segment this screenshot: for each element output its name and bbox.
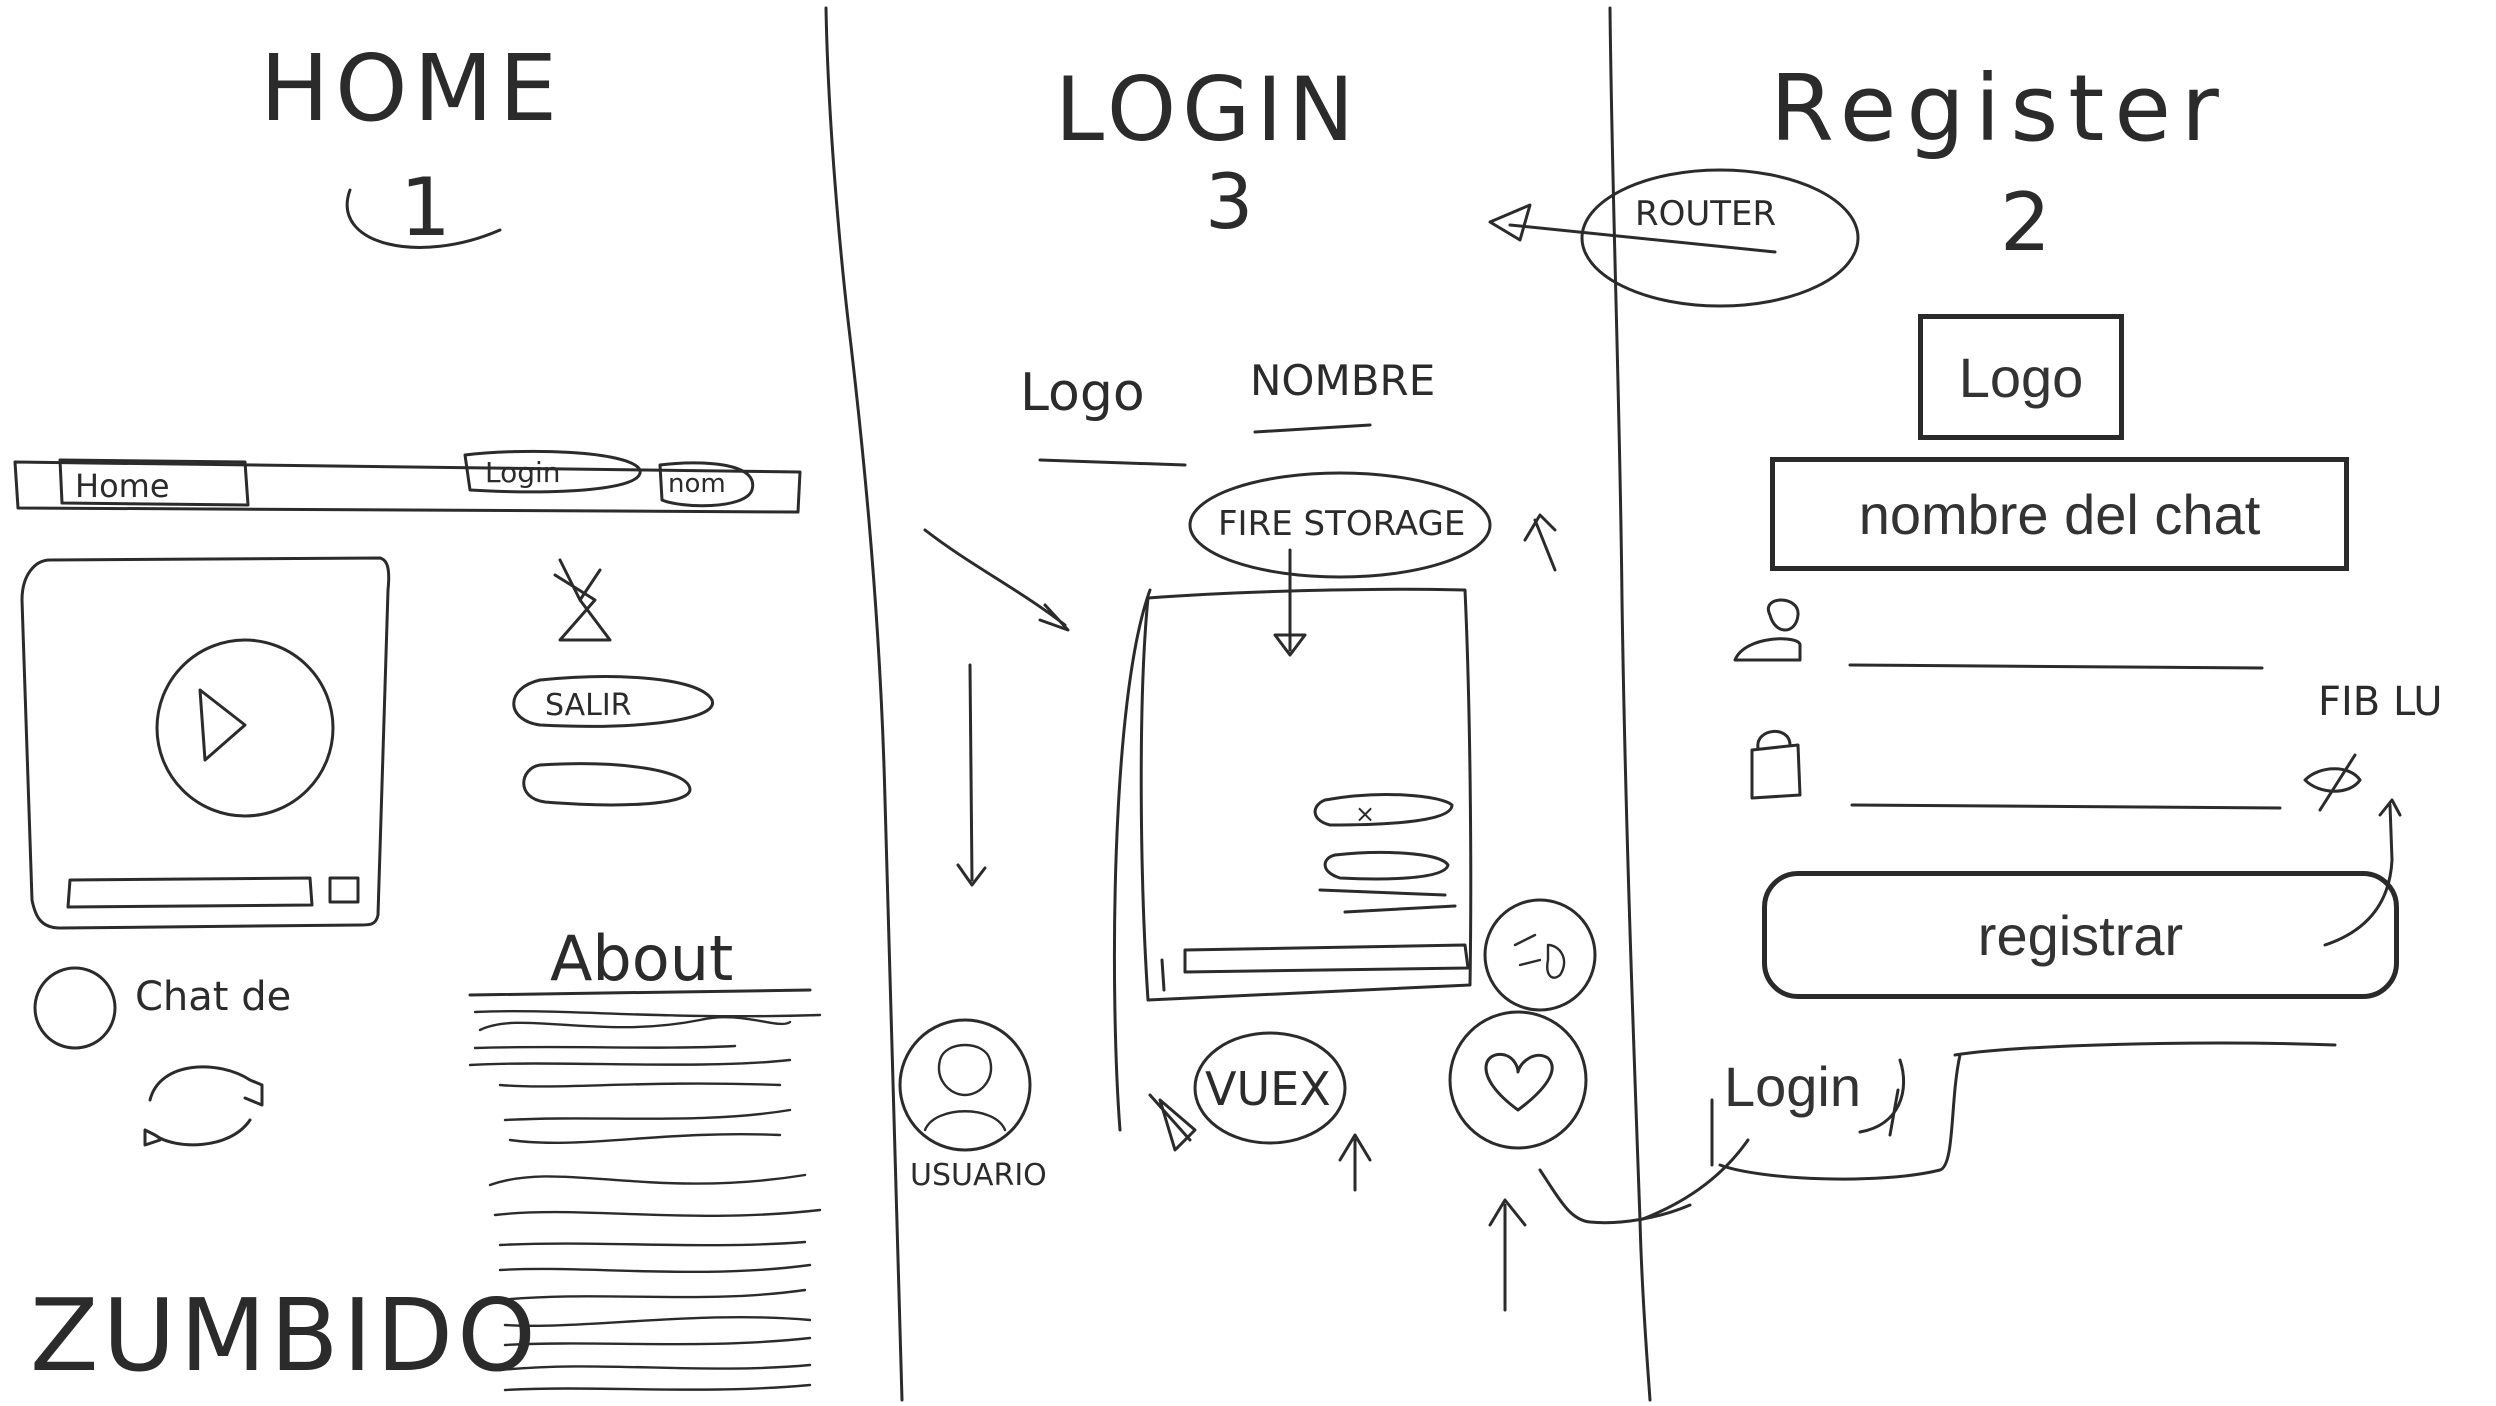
like-button[interactable]: [1448, 1010, 1588, 1150]
secondary-button[interactable]: [522, 762, 692, 807]
chat-input[interactable]: [1183, 943, 1470, 974]
login-number: 3: [1205, 157, 1253, 246]
emoji-button[interactable]: [1483, 898, 1597, 1012]
register-login-link[interactable]: Login: [1724, 1055, 1862, 1118]
play-icon[interactable]: [198, 688, 247, 762]
fire-storage-label: FIRE STORAGE: [1218, 504, 1465, 544]
register-submit-label: registrar: [1977, 903, 2184, 967]
login-title: LOGIN: [1055, 58, 1360, 161]
refresh-icon[interactable]: [143, 1065, 264, 1147]
home-navbar: [13, 460, 802, 514]
vuex-bubble: [1193, 1031, 1347, 1145]
about-underline: [468, 988, 812, 997]
chat-avatar: [33, 966, 117, 1050]
divider-left: [824, 6, 904, 1402]
heart-to-login-connector: [1538, 1168, 1692, 1225]
message-bubble-1: [1313, 793, 1454, 827]
login-connector-left: [1638, 1098, 1750, 1222]
close-icon[interactable]: ×: [1355, 800, 1375, 828]
brand-name: ZUMBIDO: [30, 1277, 540, 1394]
play-button: [155, 638, 335, 818]
about-text-lines: [468, 1009, 822, 1392]
register-title: Register: [1770, 55, 2229, 162]
router-arrow-icon: [1488, 203, 1777, 254]
login-logo-text: Logo: [1020, 363, 1145, 423]
register-password-line[interactable]: [1850, 803, 2282, 810]
message-line-2: [1343, 904, 1457, 914]
user-icon: [923, 1043, 1007, 1132]
heart-icon: [1484, 1052, 1554, 1112]
router-label: ROUTER: [1635, 194, 1776, 234]
register-user-icon: [1733, 598, 1802, 662]
storage-up-arrow-icon: [1523, 513, 1557, 572]
nav-login-label[interactable]: Login: [485, 456, 561, 489]
divider-right: [1608, 6, 1652, 1402]
nav-home-button: [58, 458, 250, 507]
user-label: USUARIO: [910, 1158, 1047, 1193]
register-chat-name-box[interactable]: nombre del chat: [1770, 457, 2349, 571]
vuex-label: VUEX: [1205, 1062, 1331, 1116]
vuex-up-arrow-icon: [1338, 1133, 1372, 1192]
register-logo-box: Logo: [1918, 314, 2124, 440]
chat-input-cursor: [1160, 958, 1166, 992]
video-player: [20, 556, 391, 930]
chat-window-outline: [1112, 588, 1152, 1132]
vuex-arrow-icon: [1148, 1093, 1197, 1152]
register-lock-icon: [1750, 729, 1802, 800]
nav-other-button: [658, 461, 755, 508]
nav-other-label[interactable]: nom: [668, 469, 726, 499]
fullscreen-icon[interactable]: [328, 876, 360, 904]
diagonal-arrow-icon: [923, 528, 1070, 632]
router-bubble: [1580, 168, 1860, 308]
message-line-1: [1318, 888, 1447, 897]
message-bubble-2: [1323, 851, 1450, 881]
user-figure-icon: [553, 558, 612, 642]
register-chat-name-label: nombre del chat: [1858, 482, 2261, 546]
home-number-underline: [345, 188, 502, 249]
register-number: 2: [2000, 176, 2051, 269]
login-name-text: NOMBRE: [1250, 356, 1435, 405]
heart-up-arrow-icon: [1488, 1198, 1527, 1312]
chat-window: [1139, 587, 1473, 1002]
storage-down-arrow-icon: [1273, 548, 1307, 657]
register-logo-label: Logo: [1958, 345, 2084, 409]
salir-button[interactable]: [512, 675, 714, 728]
login-connector-right: [1718, 1041, 2337, 1181]
home-title: HOME: [260, 35, 563, 142]
eye-arrow-icon: [2323, 798, 2402, 947]
about-heading: About: [550, 922, 733, 995]
eye-icon[interactable]: [2303, 753, 2362, 812]
login-bracket: [1858, 1058, 1906, 1137]
salir-button-label: SALIR: [545, 688, 632, 723]
nav-login-button: [463, 449, 642, 494]
register-fib-note: FIB LU: [2318, 679, 2443, 725]
video-progress-bar[interactable]: [66, 876, 314, 909]
login-name-underline: [1253, 423, 1372, 434]
nav-home-label[interactable]: Home: [75, 467, 170, 505]
vertical-arrow-icon: [956, 663, 987, 887]
home-number: 1: [400, 161, 451, 254]
emoji-icon: [1513, 933, 1566, 979]
register-username-line[interactable]: [1848, 663, 2264, 670]
login-logo-underline: [1038, 458, 1187, 467]
user-avatar[interactable]: [898, 1018, 1032, 1152]
chat-label: Chat de: [135, 974, 291, 1020]
fire-storage-bubble: [1188, 471, 1492, 579]
register-submit-button[interactable]: registrar: [1762, 871, 2399, 999]
